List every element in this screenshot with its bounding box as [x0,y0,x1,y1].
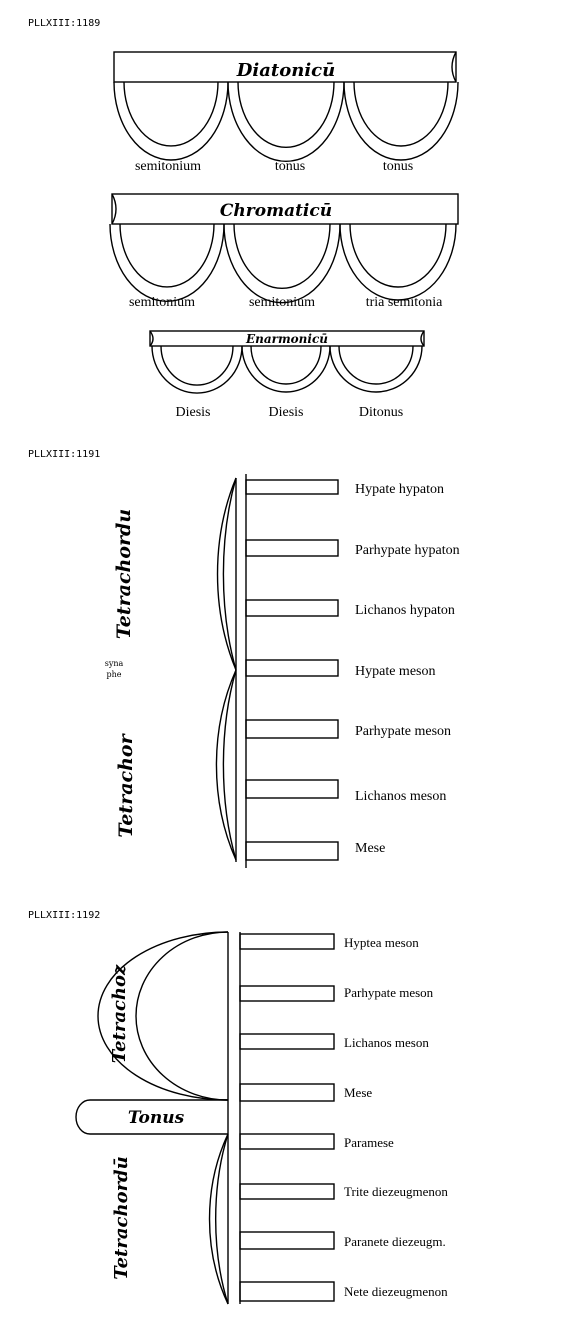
chromatic-title: Chromaticū [220,201,332,221]
string-label-1: Hypate hypaton [355,482,444,497]
string-tab-8 [239,1281,335,1302]
diatonic-interval-2: tonus [275,159,305,174]
enharmonic-arc-2 [241,345,331,393]
string-tab-4 [245,659,339,677]
enharmonic-arc-1 [151,345,243,394]
chromatic-interval-1: semitonium [129,295,195,310]
diatonic-arc-1 [113,81,229,161]
figure-reference-1191: PLLXIII:1191 [28,449,101,460]
string-tab-2 [239,985,335,1002]
diatonic-diagram [113,51,459,163]
disjunct-tetrachords-diagram: Tetrachoz Tonus Tetrachordū Hyptea meson… [75,931,448,1305]
enharmonic-title: Enarmonicū [245,332,328,346]
diatonic-interval-3: tonus [383,159,413,174]
chromatic-interval-2: semitonium [249,295,315,310]
string-tab-3 [239,1033,335,1050]
upper-tetrachord-arc-outer [216,477,237,671]
string-tab-2 [245,539,339,557]
string-label-3: Lichanos meson [344,1035,429,1050]
string-tab-5 [239,1133,335,1150]
lower-tetrachord-label: Tetrachordū [111,1156,132,1279]
upper-tetrachord-arc-outer [97,931,229,1101]
enharmonic-banner [149,330,425,347]
enharmonic-arc-3 [329,345,423,393]
string-tab-7 [239,1231,335,1250]
string-label-6: Lichanos meson [355,789,446,804]
diatonic-arc-3 [343,81,459,161]
diatonic-banner [113,51,457,83]
string-label-5: Parhypate meson [355,724,451,739]
conjunct-tetrachords-diagram: Tetrachordu Tetrachor syna phe Hypate hy… [105,474,460,868]
diatonic-title: Diatonicū [236,60,335,81]
string-label-1: Hyptea meson [344,935,419,950]
enharmonic-interval-3: Ditonus [359,405,403,420]
enharmonic-interval-1: Diesis [176,405,211,420]
string-tab-1 [245,479,339,495]
string-label-2: Parhypate hypaton [355,543,460,558]
chromatic-diagram [109,193,459,304]
chromatic-arc-2 [223,223,341,304]
diatonic-interval-1: semitonium [135,159,201,174]
upper-tetrachord-label: Tetrachoz [109,964,130,1063]
synaphe-note-line-1: syna [105,659,124,668]
string-label-2: Parhypate meson [344,985,434,1000]
string-tab-6 [239,1183,335,1200]
chromatic-interval-3: tria semitonia [366,295,443,310]
string-label-7: Mese [355,841,385,856]
string-tab-1 [239,933,335,950]
string-tab-6 [245,779,339,799]
diatonic-arc-2 [227,81,345,163]
enharmonic-diagram [149,330,425,394]
figure-reference-1189: PLLXIII:1189 [28,18,101,29]
string-tab-7 [245,841,339,861]
chromatic-banner [111,193,459,225]
upper-tetrachord-label: Tetrachordu [113,509,135,639]
string-tab-4 [239,1083,335,1102]
string-tab-3 [245,599,339,617]
lower-tetrachord-arc-outer [215,669,237,861]
synaphe-note-line-2: phe [106,670,121,679]
tetrachord-genera-diagram: Diatonicū semitonium tonus tonus Chromat… [109,51,459,420]
string-label-3: Lichanos hypaton [355,603,455,618]
tonus-label: Tonus [128,1108,185,1128]
string-label-5: Paramese [344,1135,394,1150]
figure-reference-1192: PLLXIII:1192 [28,910,101,921]
lower-tetrachord-arc-outer [208,1133,229,1305]
chromatic-arc-3 [339,223,457,301]
string-label-4: Mese [344,1085,372,1100]
chromatic-arc-1 [109,223,225,303]
enharmonic-interval-2: Diesis [269,405,304,420]
string-tab-5 [245,719,339,739]
string-label-7: Paranete diezeugm. [344,1234,446,1249]
lower-tetrachord-label: Tetrachor [115,732,137,837]
string-label-4: Hypate meson [355,664,435,679]
tonus-band [75,1099,228,1135]
string-label-6: Trite diezeugmenon [344,1184,448,1199]
string-label-8: Nete diezeugmenon [344,1284,448,1299]
